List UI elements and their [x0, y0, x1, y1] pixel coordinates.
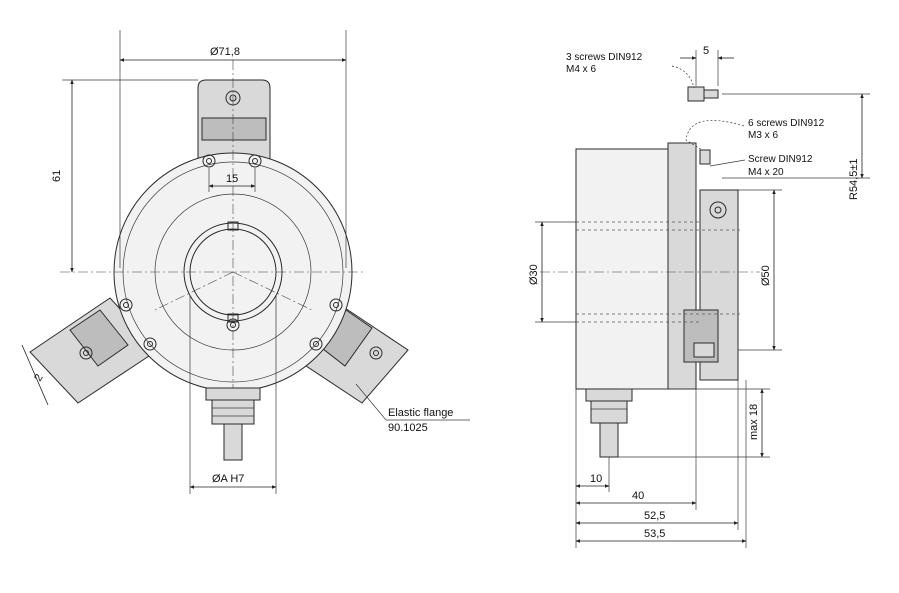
front-view: Ø71,8 61 15 2 ØA H7 — [21, 30, 470, 494]
r54-label: R54,5±1 — [848, 158, 860, 200]
dimension-dia-50: Ø50 — [738, 189, 782, 351]
dimension-dia-30: Ø30 — [528, 221, 576, 323]
dia-a-label: ØA H7 — [212, 473, 244, 485]
screw-size: M4 x 20 — [748, 167, 784, 178]
screws3-size: M4 x 6 — [566, 64, 596, 75]
dim-10-label: 10 — [590, 473, 602, 485]
screws6-callout: 6 screws DIN912 M3 x 6 — [685, 118, 825, 151]
cable-gland-front — [205, 387, 261, 461]
dimension-dia-a: ØA H7 — [189, 296, 277, 494]
side-view: 3 screws DIN912 M4 x 6 5 6 screws DIN912… — [528, 45, 870, 548]
dim-52-label: 52,5 — [644, 510, 665, 522]
dim-40-label: 40 — [632, 490, 644, 502]
screw-small-icon — [699, 149, 711, 165]
dimension-max-18: max 18 — [618, 388, 770, 458]
elastic-flange-part-number: 90.1025 — [388, 422, 428, 434]
dimension-r54: R54,5±1 — [722, 93, 870, 200]
screws3-callout: 3 screws DIN912 M4 x 6 — [566, 52, 695, 89]
dimension-61: 61 — [51, 79, 198, 273]
dimension-5: 5 — [680, 45, 734, 86]
dim-61-label: 61 — [51, 170, 63, 182]
dim-53-label: 53,5 — [644, 528, 665, 540]
dimension-bottom: 10 40 52,5 53,5 — [575, 380, 747, 548]
side-housing — [575, 148, 669, 390]
dia-50-label: Ø50 — [760, 265, 772, 286]
cable-gland-side — [585, 388, 633, 458]
dimension-2: 2 — [21, 344, 49, 406]
dia-71-label: Ø71,8 — [210, 46, 240, 58]
dimension-15: 15 — [208, 168, 256, 192]
screws3-label: 3 screws DIN912 — [566, 52, 643, 63]
screws6-size: M3 x 6 — [748, 130, 778, 141]
screws6-label: 6 screws DIN912 — [748, 118, 825, 129]
screw-head-icon — [709, 201, 727, 219]
dim-15-label: 15 — [226, 173, 238, 185]
screw-callout: Screw DIN912 M4 x 20 — [709, 154, 813, 178]
dim-2-label: 2 — [32, 372, 45, 383]
elastic-flange-label: Elastic flange — [388, 407, 453, 419]
max-18-label: max 18 — [748, 404, 760, 440]
screw-top-icon — [687, 86, 719, 102]
screw-label: Screw DIN912 — [748, 154, 813, 165]
dia-30-label: Ø30 — [528, 264, 540, 285]
flange-arm-top — [197, 79, 271, 171]
dim-5-label: 5 — [703, 45, 709, 57]
elastic-flange-callout: Elastic flange 90.1025 — [355, 383, 470, 434]
dimension-dia-71: Ø71,8 — [119, 30, 347, 268]
